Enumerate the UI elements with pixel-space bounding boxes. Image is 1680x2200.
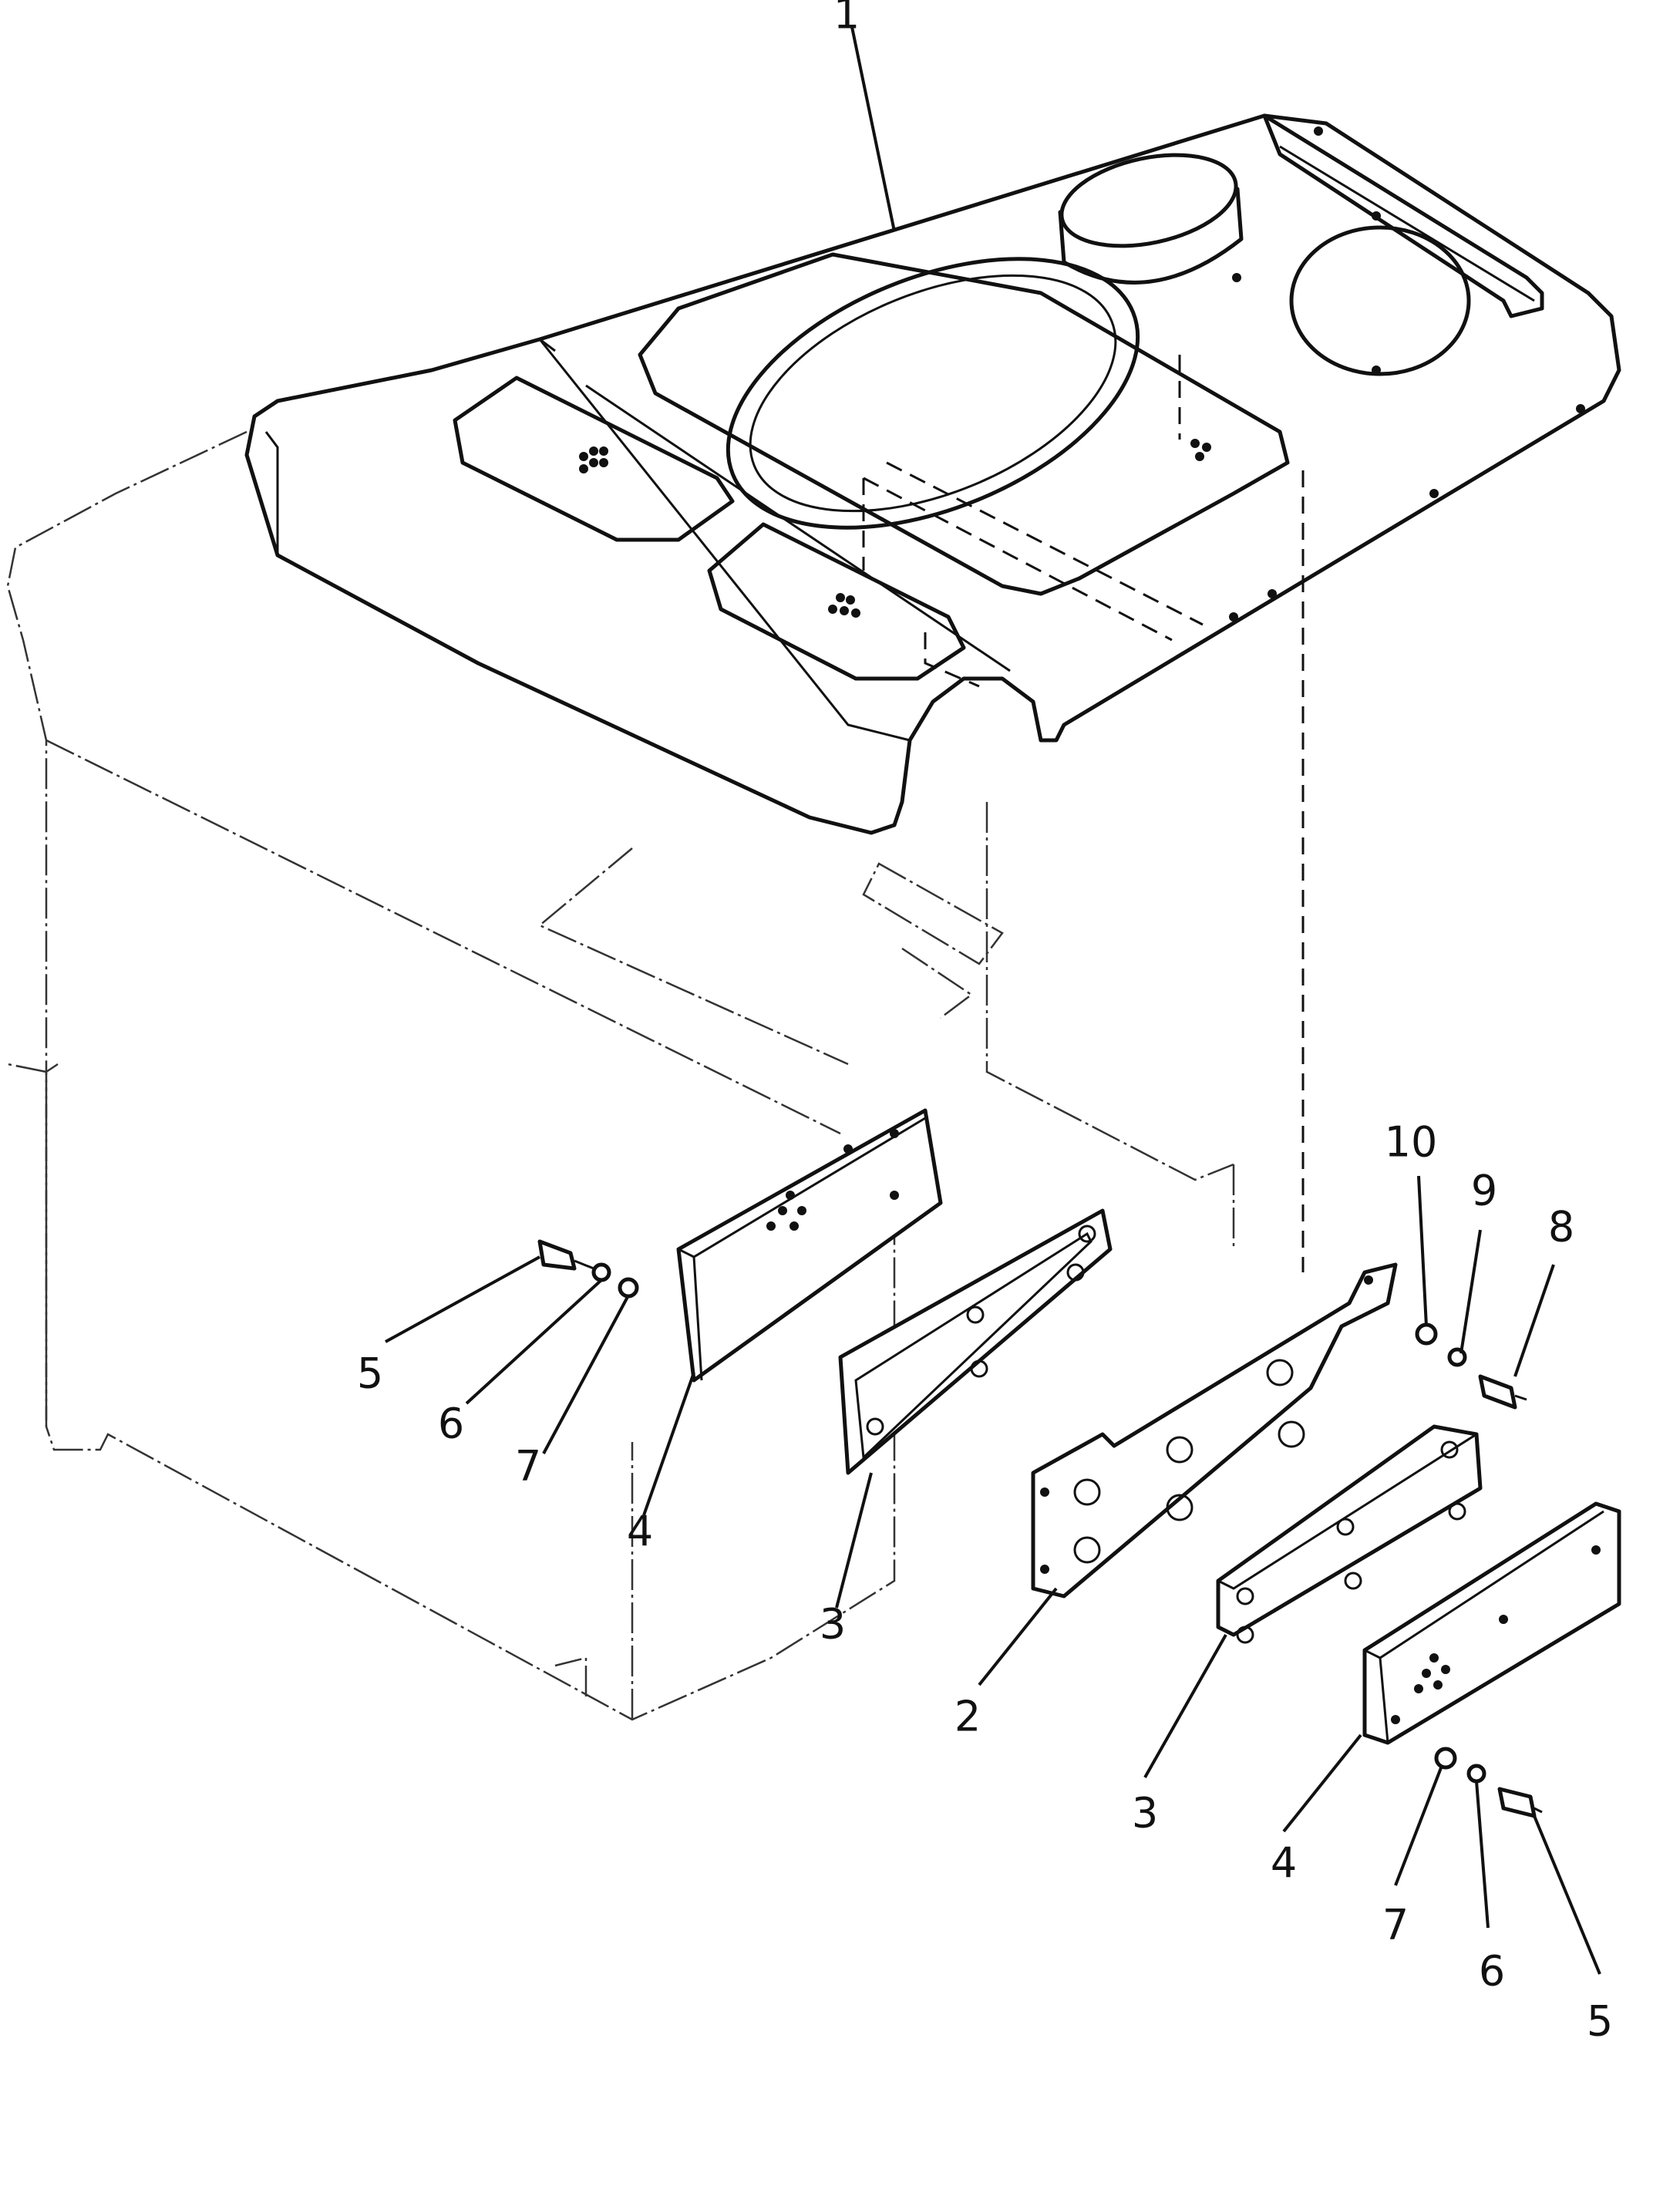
callout-1: 1 [833,0,860,39]
callout-2: 2 [954,1693,981,1741]
callout-5: 5 [357,1349,383,1398]
fasteners-right-upper [1415,1322,1527,1410]
callout-5: 5 [1587,1997,1613,2046]
callout-7: 7 [1382,1901,1409,1949]
pocket-plate-part-4-left [676,1108,943,1383]
callout-10: 10 [1385,1118,1438,1167]
leader-lines [385,26,1601,1975]
callout-8: 8 [1548,1203,1574,1252]
machine-body-outline [6,430,1235,1721]
callout-9: 9 [1471,1167,1497,1215]
pocket-plate-part-4-right [1362,1501,1621,1745]
callout-4: 4 [627,1508,653,1556]
callout-6: 6 [438,1400,464,1448]
mounting-plate-part-2 [1031,1262,1398,1599]
gasket-plate-part-3-left [838,1208,1113,1475]
callout-3: 3 [1132,1789,1158,1838]
callout-labels: 1 10 9 8 5 6 7 4 3 2 3 4 7 6 5 [357,0,1613,2046]
callout-6: 6 [1479,1947,1505,1996]
callout-7: 7 [515,1442,541,1491]
spacer-block-part-3-right [1216,1424,1483,1644]
top-cover-part-1 [244,113,1621,1272]
callout-4: 4 [1271,1839,1297,1888]
fasteners-left [537,1239,639,1299]
fasteners-right-lower [1434,1747,1543,1818]
callout-3: 3 [820,1600,846,1649]
